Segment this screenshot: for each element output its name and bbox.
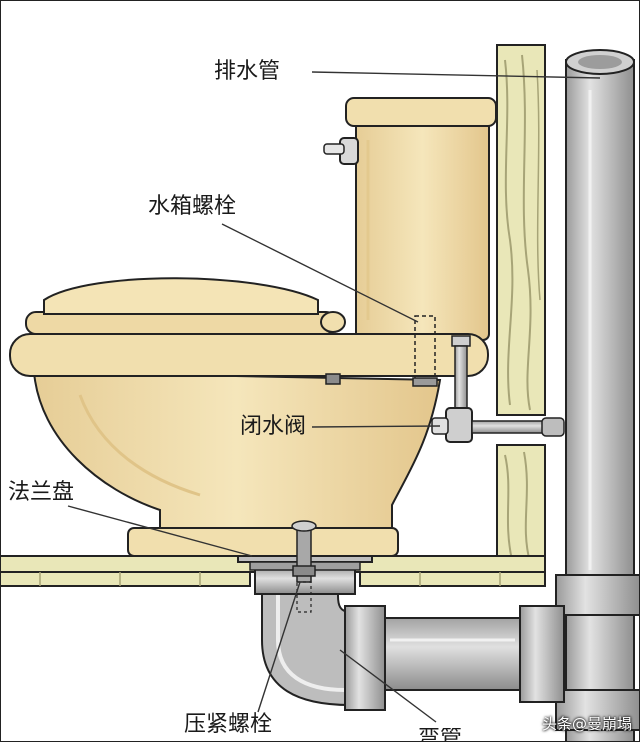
label-trap-pipe: 弯管 <box>418 728 463 742</box>
label-tank-bolt: 水箱螺栓 <box>148 194 237 219</box>
label-hold-down-bolt: 压紧螺栓 <box>184 712 273 737</box>
wall-stud <box>496 44 546 566</box>
toilet-tank <box>323 97 497 341</box>
horizontal-drain-pipe <box>379 605 565 703</box>
vertical-drain-pipe <box>555 49 640 743</box>
hold-down-bolt <box>291 520 317 613</box>
leader-hold-down-bolt <box>257 581 301 713</box>
toilet-bowl <box>9 277 489 557</box>
label-shutoff-valve: 闭水阀 <box>240 414 307 439</box>
leader-trap-pipe <box>339 649 437 723</box>
label-drain-pipe: 排水管 <box>214 59 281 84</box>
leader-flange <box>67 505 253 557</box>
label-flange: 法兰盘 <box>8 480 75 505</box>
leader-tank-bolt <box>221 223 419 323</box>
leader-lines <box>67 71 601 723</box>
tank-bolt <box>412 315 438 387</box>
watermark: 头条@曼崩塌 <box>541 715 632 733</box>
shutoff-valve-assembly <box>431 335 565 443</box>
trap-bend-pipe <box>254 567 386 711</box>
leader-drain-pipe <box>311 71 601 79</box>
leader-shutoff-valve <box>311 425 441 428</box>
